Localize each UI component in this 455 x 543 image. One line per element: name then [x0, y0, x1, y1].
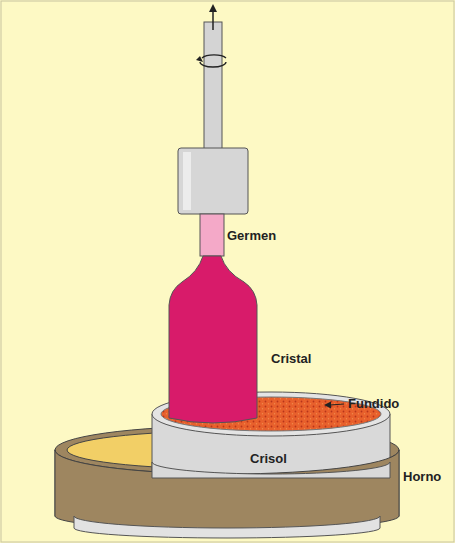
part-label: Crisol — [250, 452, 287, 466]
furnace-base — [74, 516, 380, 538]
crystal — [169, 256, 257, 423]
furnace-front — [55, 450, 399, 530]
part-label: Fundido — [348, 397, 399, 411]
pull-rod — [196, 4, 226, 150]
part-label: Cristal — [271, 352, 311, 366]
leader-arrow — [324, 402, 344, 409]
part-label: Germen — [227, 229, 276, 243]
seed-holder — [178, 148, 248, 214]
seed — [200, 214, 224, 256]
part-label: Horno — [403, 470, 441, 484]
